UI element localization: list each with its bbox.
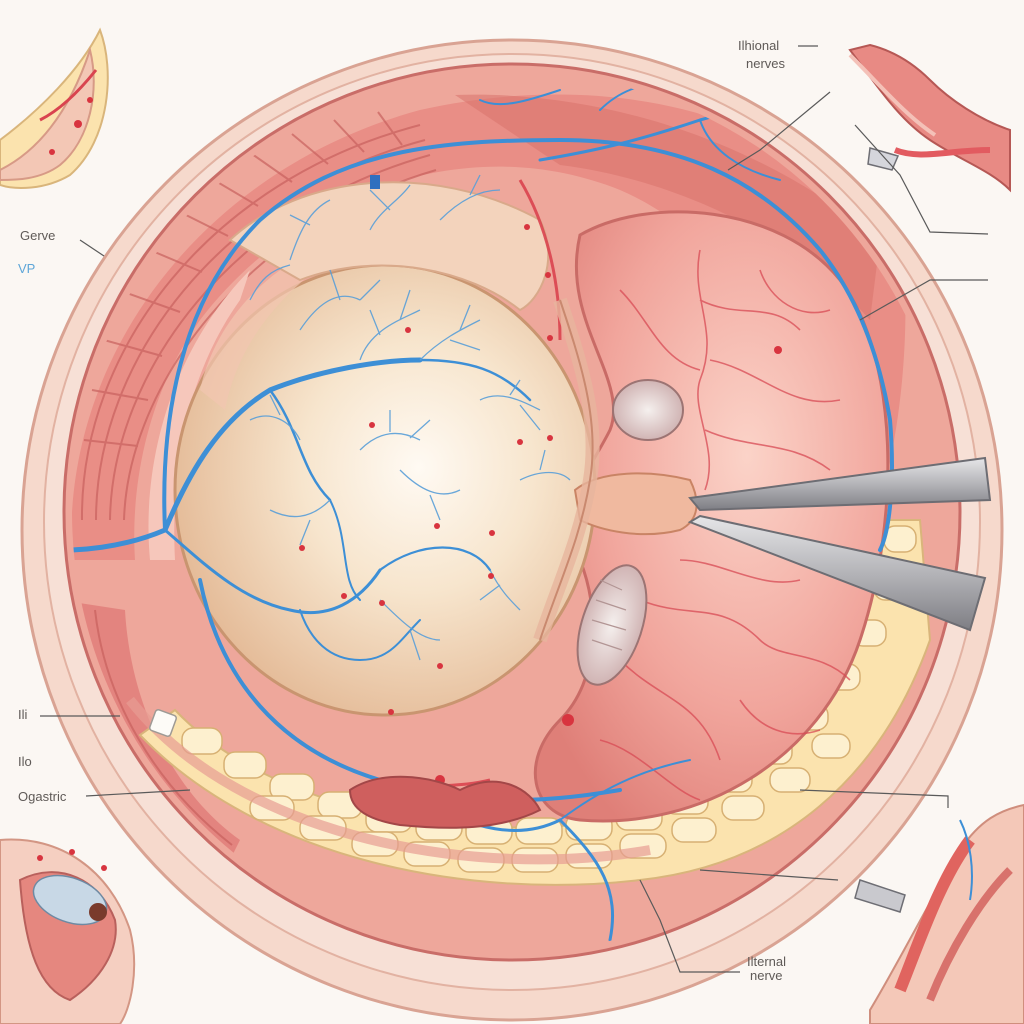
pale-nodule-lower — [576, 564, 648, 686]
label-top-right-line1: Ilhional — [738, 38, 780, 53]
label-ili: Ili — [18, 707, 28, 722]
tissue-inset-top-left — [0, 27, 109, 189]
label-bottom-line2: nerve — [750, 968, 783, 983]
label-top-right-line2: nerves — [746, 56, 786, 71]
label-vp: VP — [18, 261, 36, 276]
tissue-inset-bottom-left — [0, 838, 136, 1024]
label-gerve: Gerve — [20, 228, 56, 243]
label-ogastric: Ogastric — [18, 789, 67, 804]
vessel-clamp-inset-bottom-right — [854, 803, 1024, 1024]
leader-lines — [40, 45, 989, 973]
surgical-forceps-icon — [687, 456, 992, 632]
vessel-clamp-inset-top-right — [848, 43, 1011, 193]
label-ilo: Ilo — [18, 754, 32, 769]
pale-nodule-upper — [612, 379, 684, 441]
label-bottom-line1: Ilternal — [747, 954, 787, 969]
